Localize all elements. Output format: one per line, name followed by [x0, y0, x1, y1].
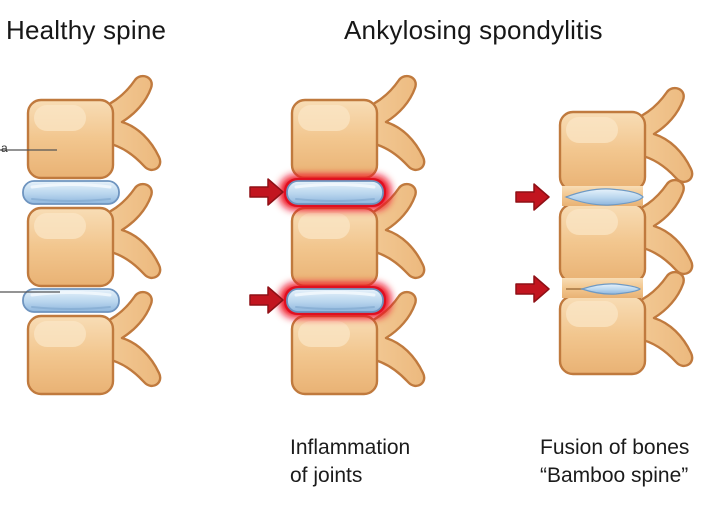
vertebra	[558, 86, 694, 192]
disc-remnant	[580, 283, 642, 295]
inflammation-arrow-upper	[249, 178, 284, 206]
fusion-arrow-lower	[515, 275, 550, 303]
caption-fusion-line2: “Bamboo spine”	[540, 464, 689, 487]
disc-remnant	[564, 188, 644, 206]
title-healthy-spine: Healthy spine	[6, 15, 167, 45]
cropped-label-fragment: a	[1, 141, 8, 155]
title-ankylosing-spondylitis: Ankylosing spondylitis	[344, 15, 603, 45]
caption-fusion: Fusion of bones “Bamboo spine”	[540, 434, 689, 490]
vertebra	[290, 74, 426, 180]
caption-fusion-line1: Fusion of bones	[540, 436, 690, 459]
caption-inflammation: Inflammation of joints	[290, 434, 410, 490]
inflamed-disc	[279, 283, 391, 318]
inflamed-disc	[279, 175, 391, 210]
vertebra	[26, 74, 162, 180]
healthy-spine-illustration	[21, 74, 162, 396]
intervertebral-disc	[21, 179, 121, 206]
caption-inflammation-line1: Inflammation	[290, 436, 411, 459]
inflamed-spine-illustration	[279, 74, 426, 396]
inflammation-arrow-lower	[249, 286, 284, 314]
fused-spine-illustration	[558, 86, 694, 376]
fusion-arrow-upper	[515, 183, 550, 211]
caption-inflammation-line2: of joints	[290, 464, 363, 487]
